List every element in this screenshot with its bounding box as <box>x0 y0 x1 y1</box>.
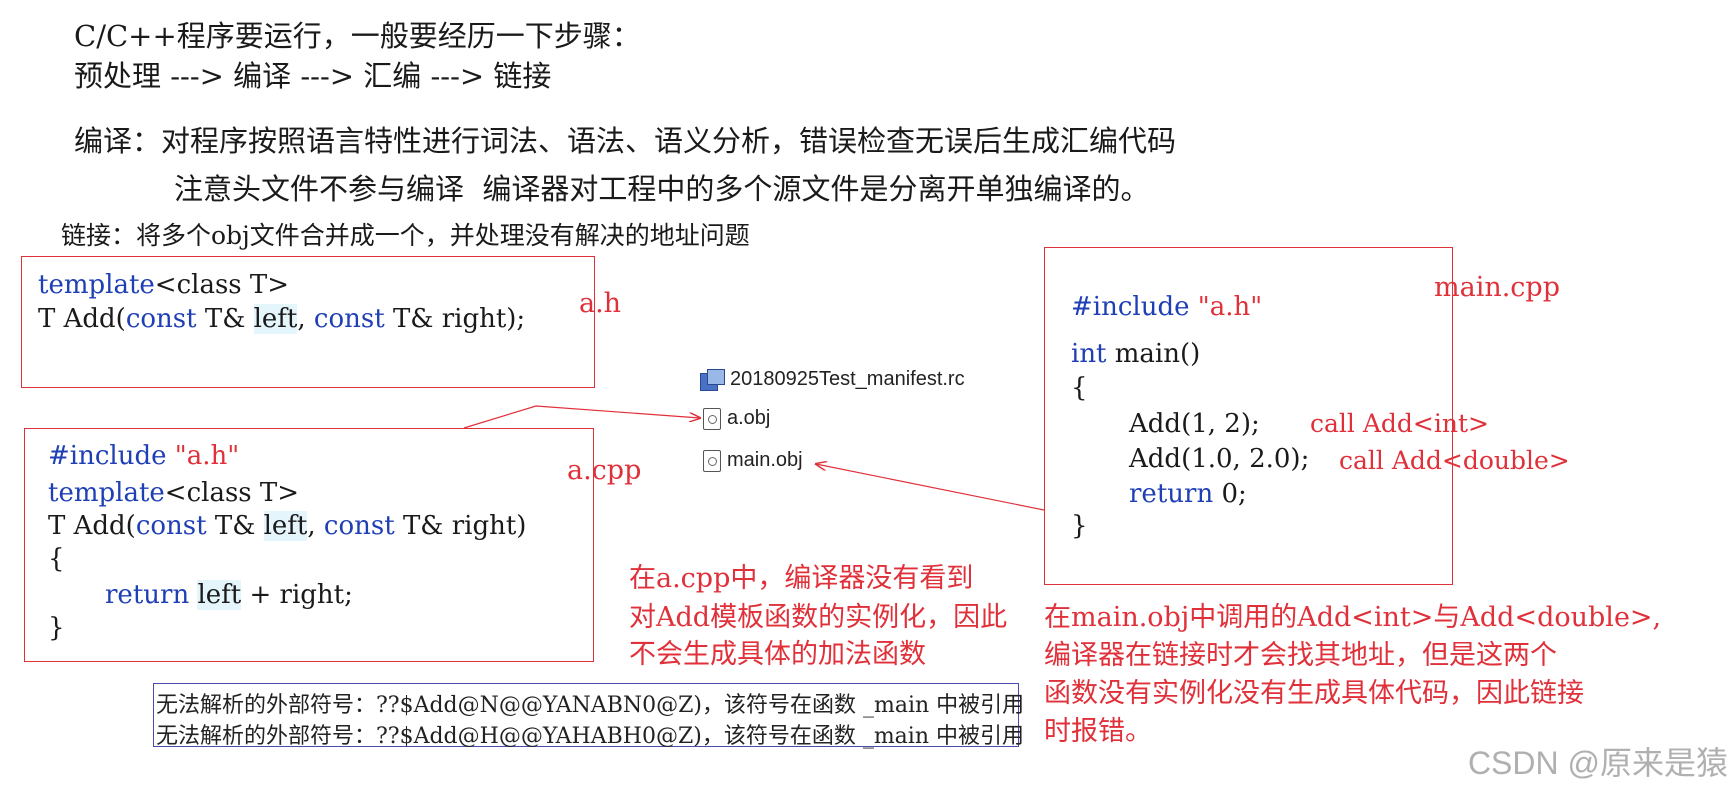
main-cpp-note-double: call Add<double> <box>1339 446 1570 475</box>
a-h-line-2: T Add(const T& left, const T& right); <box>38 304 526 334</box>
intro-line-1: C/C++程序要运行，一般要经历一下步骤： <box>74 19 641 53</box>
compile-description: 编译：对程序按照语言特性进行词法、语法、语义分析，错误检查无误后生成汇编代码 <box>74 124 1177 158</box>
a-h-box <box>21 256 595 388</box>
note-main-1: 在main.obj中调用的Add<int>与Add<double>, <box>1044 602 1662 633</box>
resource-file-icon <box>700 368 725 391</box>
note-main-2: 编译器在链接时才会找其地址，但是这两个 <box>1044 640 1557 671</box>
main-cpp-line-6: return 0; <box>1129 479 1247 509</box>
a-cpp-box <box>24 428 594 662</box>
intro-line-2: 预处理 ---> 编译 ---> 汇编 ---> 链接 <box>74 59 552 93</box>
a-cpp-label: a.cpp <box>567 455 642 486</box>
a-cpp-line-3: T Add(const T& left, const T& right) <box>48 511 527 541</box>
main-cpp-line-7: } <box>1071 511 1088 541</box>
note-main-4: 时报错。 <box>1044 716 1152 747</box>
file-a-obj: a.obj <box>703 407 770 430</box>
a-cpp-line-1: #include "a.h" <box>48 441 240 471</box>
main-cpp-line-3: { <box>1071 373 1088 403</box>
main-cpp-line-1: #include "a.h" <box>1071 292 1263 322</box>
object-file-icon <box>703 449 721 472</box>
link-description: 链接：将多个obj文件合并成一个，并处理没有解决的地址问题 <box>61 221 750 250</box>
note-a-cpp-1: 在a.cpp中，编译器没有看到 <box>629 563 974 594</box>
main-cpp-line-2: int main() <box>1071 339 1201 369</box>
a-cpp-line-4: { <box>48 544 65 574</box>
watermark: CSDN @原来是猿 <box>1467 745 1728 781</box>
linker-error-2: 无法解析的外部符号：??$Add@H@@YAHABH0@Z)，该符号在函数 _m… <box>156 724 1024 749</box>
a-h-line-1: template<class T> <box>38 270 290 300</box>
linker-error-box <box>153 683 1019 747</box>
a-cpp-line-5: return left + right; <box>105 580 353 610</box>
a-h-label: a.h <box>579 288 622 319</box>
linker-error-1: 无法解析的外部符号：??$Add@N@@YANABN0@Z)，该符号在函数 _m… <box>156 693 1025 718</box>
object-file-icon <box>703 407 721 430</box>
main-cpp-line-4: Add(1, 2); <box>1129 409 1260 439</box>
note-a-cpp-2: 对Add模板函数的实例化，因此 <box>629 602 1008 633</box>
main-cpp-line-5: Add(1.0, 2.0); <box>1129 444 1310 474</box>
note-main-3: 函数没有实例化没有生成具体代码，因此链接 <box>1044 678 1584 709</box>
file-manifest-rc: 20180925Test_manifest.rc <box>700 368 965 391</box>
compile-note: 注意头文件不参与编译 编译器对工程中的多个源文件是分离开单独编译的。 <box>174 172 1150 206</box>
a-cpp-line-6: } <box>48 613 65 643</box>
main-cpp-label: main.cpp <box>1434 272 1560 303</box>
note-a-cpp-3: 不会生成具体的加法函数 <box>629 639 926 670</box>
arrow-a-cpp-to-a-obj <box>463 405 700 429</box>
main-cpp-note-int: call Add<int> <box>1310 409 1489 438</box>
arrow-main-to-main-obj <box>816 464 1045 511</box>
main-cpp-box <box>1044 247 1453 585</box>
a-cpp-line-2: template<class T> <box>48 478 300 508</box>
file-main-obj: main.obj <box>703 449 803 472</box>
